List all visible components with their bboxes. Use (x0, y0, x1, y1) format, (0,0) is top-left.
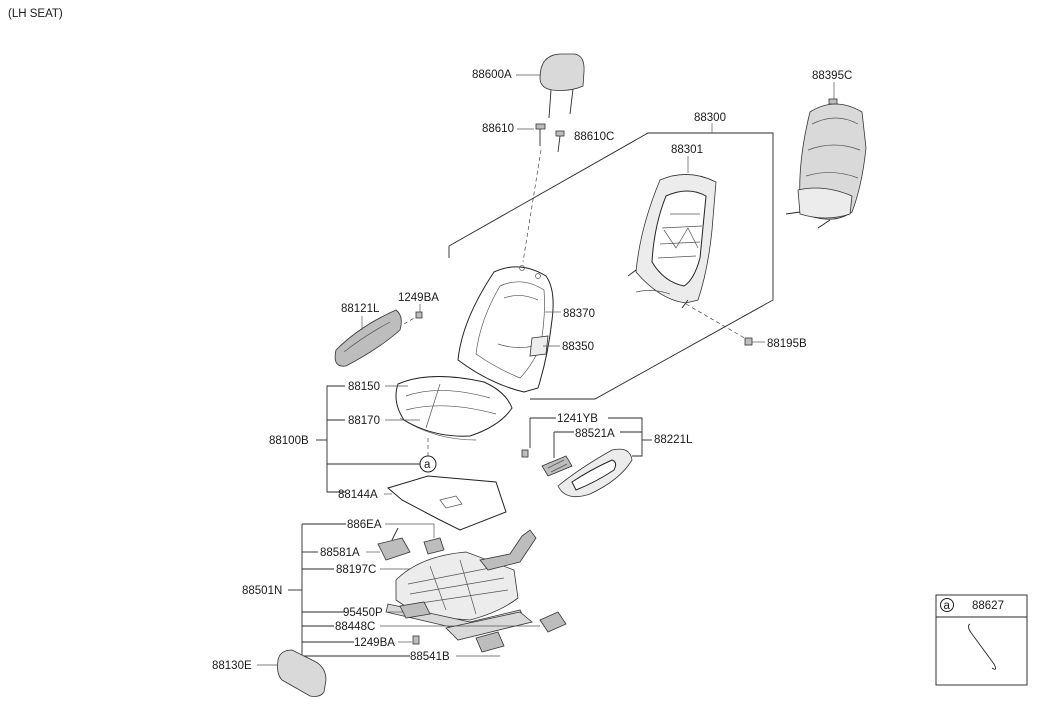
recliner-cover-88121L[interactable] (334, 309, 402, 367)
screw-1249BA-bottom[interactable] (412, 635, 420, 645)
label-1249BA-top: 1249BA (398, 292, 439, 304)
motor-88448C[interactable] (539, 611, 567, 633)
hook-wire-88627[interactable] (967, 623, 997, 670)
label-88610C: 88610C (574, 131, 614, 143)
label-88197C: 88197C (336, 564, 376, 576)
cushion-sheet-88144A[interactable] (386, 475, 507, 531)
screw-1241YB[interactable] (521, 449, 529, 458)
label-88610: 88610 (482, 123, 514, 135)
label-88395C: 88395C (812, 70, 852, 82)
switch-88521A[interactable] (541, 455, 573, 477)
label-88221L: 88221L (654, 434, 693, 446)
label-1249BA-bottom: 1249BA (354, 637, 395, 649)
label-88144A: 88144A (338, 489, 378, 501)
label-95450P: 95450P (343, 607, 383, 619)
motor-88541B[interactable] (475, 631, 505, 653)
motor-88581A[interactable] (377, 527, 411, 561)
label-886EA: 886EA (347, 519, 382, 531)
label-88581A: 88581A (320, 547, 360, 559)
seat-cushion-pad-88170[interactable] (399, 417, 477, 441)
callout-a-marker: a (424, 459, 431, 471)
label-88150: 88150 (348, 381, 380, 393)
label-88301: 88301 (671, 144, 703, 156)
seatback-pad-88350[interactable] (529, 335, 549, 357)
label-88350: 88350 (562, 341, 594, 353)
side-shield-88221L[interactable] (557, 448, 633, 498)
legend-marker: a (944, 600, 951, 612)
seat-track-frame-88501N[interactable] (385, 529, 537, 641)
seatback-cushion-88370[interactable] (457, 265, 554, 393)
label-88300: 88300 (694, 112, 726, 124)
label-88370: 88370 (563, 308, 595, 320)
screw-1249BA-top[interactable] (415, 311, 423, 319)
callout-a[interactable]: a (419, 455, 437, 473)
back-panel-88395C[interactable] (785, 98, 867, 229)
headrest-88600A[interactable] (539, 53, 585, 119)
label-88448C: 88448C (335, 621, 375, 633)
label-88130E: 88130E (212, 660, 252, 672)
label-88501N: 88501N (242, 585, 282, 597)
label-88541B: 88541B (410, 651, 450, 663)
guide-88610C[interactable] (555, 130, 565, 153)
label-88100B: 88100B (269, 435, 309, 447)
label-88600A: 88600A (472, 69, 512, 81)
bolt-88195B[interactable] (744, 337, 753, 346)
label-88121L: 88121L (341, 303, 380, 315)
cover-88130E[interactable] (277, 649, 327, 697)
module-95450P[interactable] (399, 601, 431, 619)
motor-886EA[interactable] (423, 537, 445, 555)
label-88521A: 88521A (575, 428, 615, 440)
seatback-frame-88301[interactable] (627, 174, 717, 309)
diagram-title: (LH SEAT) (8, 8, 63, 20)
guide-88610[interactable] (535, 123, 546, 146)
label-88170: 88170 (348, 415, 380, 427)
seat-cushion-88150[interactable] (395, 376, 513, 437)
label-1241YB: 1241YB (557, 413, 598, 425)
legend-part-88627: 88627 (972, 600, 1004, 612)
legend-box: a 88627 (935, 594, 1028, 686)
label-88195B: 88195B (767, 338, 807, 350)
